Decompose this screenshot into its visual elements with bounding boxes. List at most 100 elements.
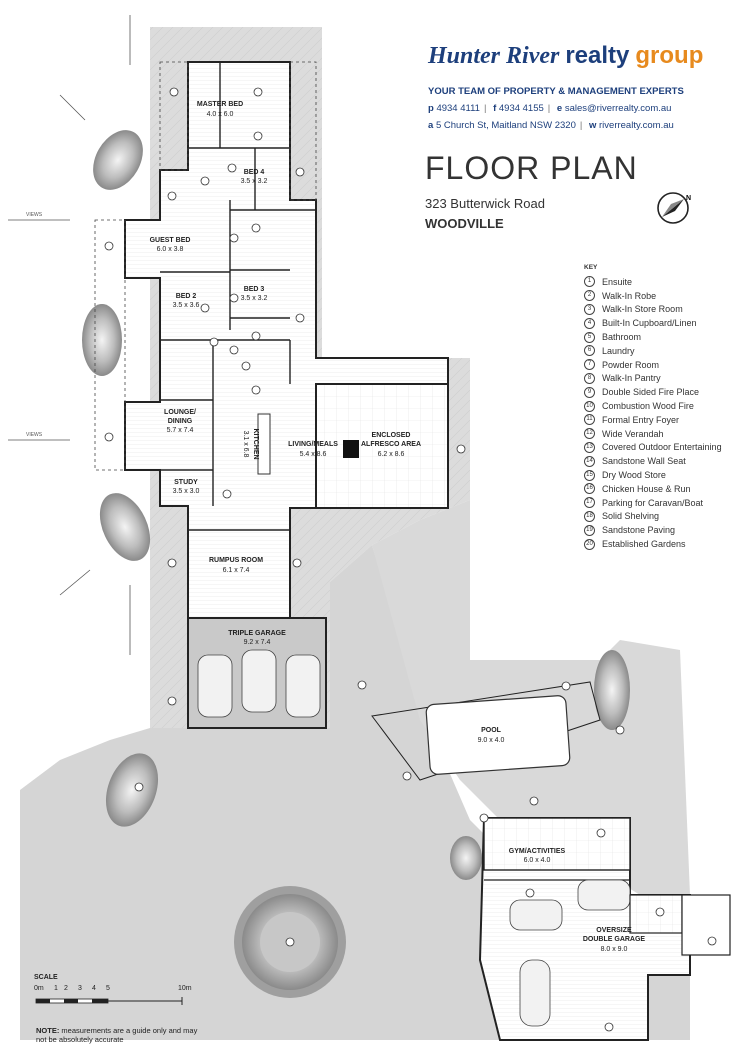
agency-tagline: YOUR TEAM OF PROPERTY & MANAGEMENT EXPER… (428, 86, 684, 97)
measurement-note: NOTE: measurements are a guide only and … (36, 1026, 206, 1044)
key-number-icon: 17 (584, 497, 595, 509)
key-item-label: Double Sided Fire Place (602, 387, 700, 398)
key-number-icon: 18 (584, 510, 595, 522)
bed4-label: BED 4 (244, 169, 265, 176)
scale-line (35, 997, 183, 1005)
phone-label: p (428, 103, 434, 114)
kitchen-bench (257, 413, 271, 475)
scale-tick-4: 4 (92, 985, 96, 992)
key-title: KEY (584, 264, 598, 271)
gym-label: GYM/ACTIVITIES (509, 848, 566, 855)
views-arrows (8, 15, 131, 655)
key-item: 10 Combustion Wood Fire (584, 399, 744, 413)
key-number-icon: 14 (584, 455, 595, 467)
scale-tick-5: 5 (106, 985, 110, 992)
lounge-label-2: DINING (168, 418, 193, 425)
key-number-icon: 16 (584, 483, 595, 495)
key-item-label: Sandstone Wall Seat (602, 456, 686, 467)
rumpus-dim: 6.1 x 7.4 (223, 567, 250, 574)
compass-icon: N (657, 192, 691, 224)
scale-tick-6: 10m (178, 985, 192, 992)
key-item-label: Bathroom (602, 332, 642, 343)
brand-part-1: Hunter River (428, 43, 560, 69)
note-label: NOTE: (36, 1026, 60, 1035)
bed3-dim: 3.5 x 3.2 (241, 295, 268, 302)
lounge-dim: 5.7 x 7.4 (167, 427, 194, 434)
scale-tick-0: 0m (34, 985, 44, 992)
key-item: 14 Sandstone Wall Seat (584, 454, 744, 468)
phone-number[interactable]: 4934 4111 (436, 103, 480, 114)
living-label: LIVING/MEALS (288, 441, 338, 448)
key-item-label: Covered Outdoor Entertaining (602, 442, 722, 453)
key-item-label: Parking for Caravan/Boat (602, 497, 704, 508)
key-number-icon: 4 (584, 317, 595, 329)
triple-garage (187, 617, 327, 729)
web-label: w (588, 120, 597, 131)
key-item: 20 Established Gardens (584, 537, 744, 551)
fax-label: f (493, 103, 497, 114)
contact-line-2: a 5 Church St, Maitland NSW 2320| w rive… (428, 120, 674, 131)
key-item-label: Combustion Wood Fire (602, 401, 694, 412)
email-link[interactable]: sales@riverrealty.com.au (564, 103, 672, 114)
property-suburb: WOODVILLE (425, 216, 504, 231)
study-dim: 3.5 x 3.0 (173, 488, 200, 495)
brand-part-2: realty (565, 42, 630, 69)
scale-bar: SCALE 0m 1 2 3 4 5 10m (34, 974, 214, 1011)
key-item-label: Solid Shelving (602, 511, 660, 522)
key-item-label: Wide Verandah (602, 428, 664, 439)
key-number-icon: 20 (584, 538, 595, 550)
key-item-label: Powder Room (602, 359, 660, 370)
oversize-label-1: OVERSIZE (596, 927, 632, 934)
kitchen-dim: 3.1 x 6.8 (242, 431, 249, 458)
bed3-label: BED 3 (244, 286, 265, 293)
scale-title: SCALE (34, 974, 58, 981)
key-number-icon: 8 (584, 372, 595, 384)
fax-number: 4934 4155 (498, 103, 544, 114)
key-number-icon: 1 (584, 276, 595, 288)
key-number-icon: 19 (584, 524, 595, 536)
email-label: e (556, 103, 563, 114)
views-label-2: VIEWS (26, 432, 43, 438)
study-label: STUDY (174, 479, 198, 486)
alfresco-dim: 6.2 x 8.6 (378, 451, 405, 458)
key-item-label: Ensuite (602, 276, 633, 287)
key-number-icon: 3 (584, 303, 595, 315)
oversize-dim: 8.0 x 9.0 (601, 946, 628, 953)
master-bed-dim: 4.0 x 6.0 (207, 111, 234, 118)
office-address: 5 Church St, Maitland NSW 2320 (435, 120, 576, 131)
rumpus-label: RUMPUS ROOM (209, 557, 263, 564)
svg-text:N: N (686, 195, 691, 202)
key-item-label: Laundry (602, 345, 635, 356)
key-item-label: Walk-In Robe (602, 290, 657, 301)
key-number-icon: 10 (584, 400, 595, 412)
note-text: measurements are a guide only and may no… (36, 1026, 198, 1044)
pool-dim: 9.0 x 4.0 (478, 737, 505, 744)
pool-label: POOL (481, 727, 502, 734)
fireplace (343, 440, 359, 458)
scale-tick-3: 3 (78, 985, 82, 992)
key-item-label: Built-In Cupboard/Linen (602, 318, 697, 329)
floor-plan-title: FLOOR PLAN (425, 150, 638, 186)
alfresco-label-1: ENCLOSED (372, 432, 411, 439)
key-item-label: Dry Wood Store (602, 470, 666, 481)
key-item: 4 Built-In Cupboard/Linen (584, 316, 744, 330)
brand-part-3: group (635, 42, 704, 69)
key-item: 13 Covered Outdoor Entertaining (584, 441, 744, 455)
property-address: 323 Butterwick Road (425, 196, 545, 211)
agency-header: Hunter River realty group YOUR TEAM OF P… (428, 42, 728, 131)
bed2-label: BED 2 (176, 293, 197, 300)
key-number-icon: 13 (584, 441, 595, 453)
key-item: 18 Solid Shelving (584, 510, 744, 524)
key-item-label: Established Gardens (602, 539, 686, 550)
website-link[interactable]: riverrealty.com.au (599, 120, 674, 131)
key-item-label: Walk-In Store Room (602, 304, 683, 315)
